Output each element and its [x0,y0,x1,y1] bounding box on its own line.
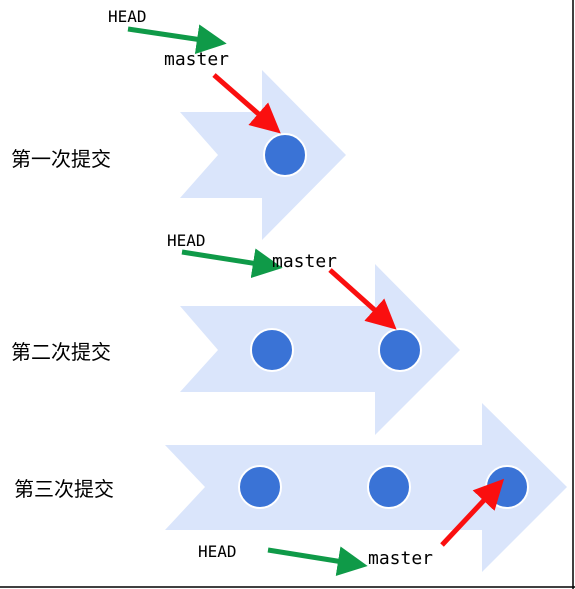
commit-node [250,328,294,372]
branch-pointer-arrow [440,478,505,547]
commit-node [367,465,411,509]
branch-label: master [164,49,229,70]
row-title: 第三次提交 [14,477,114,501]
timeline-arrow-3 [165,403,567,572]
row-title: 第一次提交 [11,147,111,171]
head-pointer-arrow [267,546,368,577]
branch-label: master [272,251,337,272]
head-label: HEAD [108,7,147,26]
head-label: HEAD [198,542,237,561]
commit-node [238,465,282,509]
branch-label: master [368,548,433,569]
commit-row-3: 第三次提交 HEAD master [14,403,567,577]
branch-pointer-arrow [328,268,397,330]
commit-node [485,465,529,509]
commit-node [378,328,422,372]
head-pointer-arrow [181,248,283,279]
commit-row-2: 第二次提交 HEAD master [11,231,460,435]
row-title: 第二次提交 [11,340,111,364]
head-label: HEAD [167,231,206,250]
branch-pointer-arrow [212,73,281,134]
head-pointer-arrow [127,24,227,55]
commit-row-1: 第一次提交 HEAD master [11,7,346,240]
commit-node [263,133,307,177]
